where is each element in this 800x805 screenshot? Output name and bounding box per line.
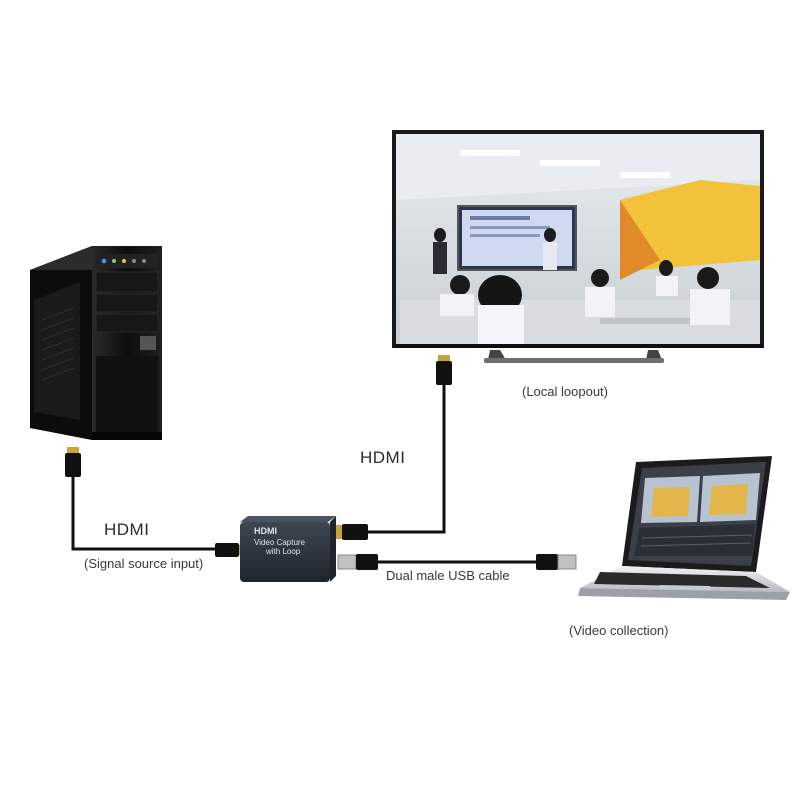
hdmi-plug-icon [336,524,368,540]
hdmi-plug-icon [65,447,81,477]
tv-monitor-icon [392,130,764,363]
device-brand: HDMI [254,526,277,536]
label-video-collection: (Video collection) [569,623,669,638]
capture-card-icon: HDMI Video Capture with Loop [240,516,336,582]
cables [71,384,538,564]
hdmi-plug-icon [436,355,452,385]
device-line1: Video Capture [254,538,306,547]
usb-plug-icon [337,554,378,570]
label-local-loopout: (Local loopout) [522,384,608,399]
label-hdmi-output: HDMI [360,448,406,467]
usb-plug-icon [536,554,577,570]
label-signal-source: (Signal source input) [84,556,204,571]
label-hdmi-input: HDMI [104,520,150,539]
device-line2: with Loop [265,547,301,556]
pc-tower-icon [30,246,162,440]
laptop-icon [578,456,790,600]
label-usb-cable: Dual male USB cable [386,568,510,583]
